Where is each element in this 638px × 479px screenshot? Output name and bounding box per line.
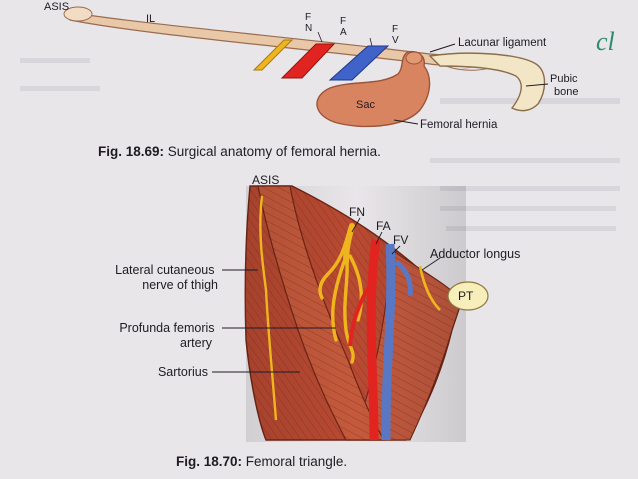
fa-line2: A <box>340 27 347 38</box>
caption-18-69-bold: Fig. 18.69: <box>98 144 164 159</box>
femoral-vein <box>328 45 390 81</box>
lcn-label: Lateral cutaneous nerve of thigh <box>115 263 218 292</box>
lateral-cutaneous-nerve <box>259 195 278 421</box>
pubic-line2: bone <box>554 86 578 98</box>
femoral-artery <box>280 43 336 79</box>
profunda-artery <box>348 280 374 347</box>
pfa-line1: Profunda femoris <box>119 321 214 335</box>
femoral-vein-trunk <box>381 243 396 441</box>
fa-leader <box>375 231 383 245</box>
adductor-label: Adductor longus <box>430 247 520 261</box>
asis-knob <box>63 6 93 22</box>
il-label: IL <box>146 13 155 25</box>
lacunar-label: Lacunar ligament <box>458 37 547 49</box>
femoral-nerve-trunk <box>343 223 355 265</box>
fa-tick <box>317 31 323 43</box>
pubic-leader <box>525 83 549 87</box>
figure-femoral-hernia: ASIS IL F N F A F V Lacunar ligament Pub… <box>44 1 615 159</box>
pfa-line2: artery <box>180 336 213 350</box>
pfa-label: Profunda femoris artery <box>119 321 218 350</box>
fa-label-bottom: FA <box>376 219 391 233</box>
fn-leader <box>351 217 361 233</box>
pubic-line1: Pubic <box>550 73 578 85</box>
femoral-nerve-branches <box>318 226 363 364</box>
fv-tick <box>369 37 373 47</box>
lcn-line1: Lateral cutaneous <box>115 263 214 277</box>
fv-line1: F <box>392 24 398 35</box>
fn-line1: F <box>305 12 311 23</box>
fv-leader <box>391 245 401 255</box>
fv-label-top: F V <box>392 24 401 46</box>
pubic-bone <box>428 52 546 112</box>
adductor-leader <box>421 257 441 271</box>
handwritten-note: cl <box>596 27 615 56</box>
femoral-nerve <box>252 39 294 71</box>
caption-18-70-bold: Fig. 18.70: <box>176 454 242 469</box>
asis-label-bottom: ASIS <box>252 173 279 187</box>
caption-18-69-text: Surgical anatomy of femoral hernia. <box>164 144 381 159</box>
lcn-line2: nerve of thigh <box>142 278 218 292</box>
fa-label-top: F A <box>340 16 349 38</box>
fv-label-bottom: FV <box>393 233 408 247</box>
hernia-sac <box>316 50 431 128</box>
caption-fig-18-69: Fig. 18.69: Surgical anatomy of femoral … <box>98 144 381 159</box>
great-saphenous-vein <box>394 260 413 297</box>
caption-fig-18-70: Fig. 18.70: Femoral triangle. <box>176 454 347 469</box>
fn-label-top: F N <box>305 12 314 34</box>
pubic-tubercle <box>447 281 489 311</box>
asis-label-top: ASIS <box>44 1 69 13</box>
adductor-nerve <box>418 265 441 311</box>
hernia-neck <box>405 51 423 65</box>
fv-line2: V <box>392 35 399 46</box>
pt-label: PT <box>458 289 474 303</box>
fn-label-bottom: FN <box>349 205 365 219</box>
lacunar-leader <box>429 43 456 53</box>
sac-label: Sac <box>356 99 375 111</box>
fa-line1: F <box>340 16 346 27</box>
figure-femoral-triangle: ASIS FN FA FV Adductor longus PT Lateral… <box>115 173 520 469</box>
sartorius-label: Sartorius <box>158 365 208 379</box>
pubic-label: Pubic bone <box>550 73 581 98</box>
hernia-leader <box>393 119 419 125</box>
femoral-artery-trunk <box>366 239 381 441</box>
femoral-hernia-label: Femoral hernia <box>420 119 498 131</box>
caption-18-70-text: Femoral triangle. <box>242 454 347 469</box>
fn-line2: N <box>305 23 312 34</box>
